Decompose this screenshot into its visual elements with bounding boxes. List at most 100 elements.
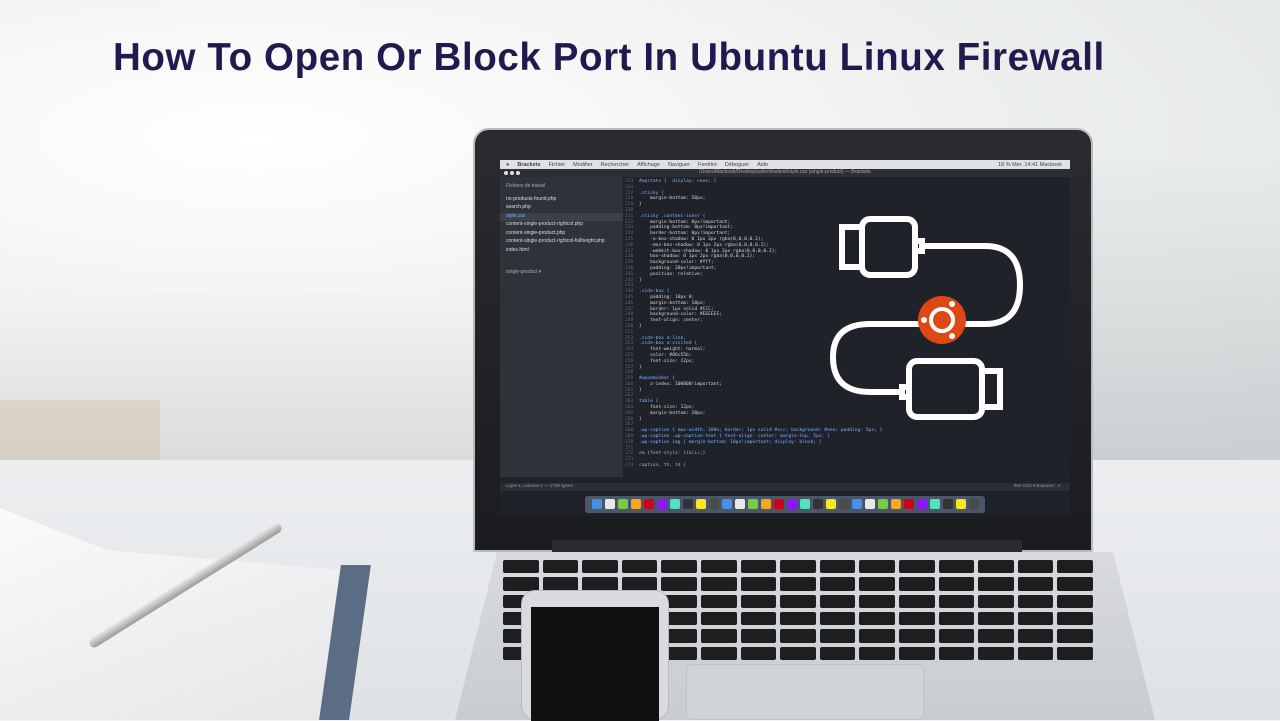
trackpad xyxy=(686,664,924,720)
dock-app-icon[interactable] xyxy=(656,499,667,509)
project-dropdown[interactable]: single-product ▾ xyxy=(506,269,542,275)
code-line: 250} xyxy=(625,324,1070,330)
dock-app-icon[interactable] xyxy=(968,499,979,509)
menu-item[interactable]: Brackets xyxy=(517,161,541,168)
dock-app-icon[interactable] xyxy=(903,499,914,509)
code-line: 255 color: #06c55b; xyxy=(625,353,1070,359)
code-text: padding: 20px!important; xyxy=(639,265,717,271)
dock-app-icon[interactable] xyxy=(786,499,797,509)
file-item[interactable]: search.php xyxy=(506,204,531,210)
dock-app-icon[interactable] xyxy=(747,499,758,509)
dock-app-icon[interactable] xyxy=(825,499,836,509)
menu-item[interactable]: Déboguer xyxy=(724,161,750,168)
line-number: 257 xyxy=(625,364,634,370)
dock-app-icon[interactable] xyxy=(929,499,940,509)
file-item[interactable]: content-single-product-rightcol.php xyxy=(506,221,583,227)
line-number: 273 xyxy=(625,457,634,463)
dock-app-icon[interactable] xyxy=(864,499,875,509)
keyboard-key xyxy=(740,629,777,643)
code-text: margin-bottom: 0px!important; xyxy=(639,219,731,225)
dock-app-icon[interactable] xyxy=(695,499,706,509)
menu-item[interactable]: Aide xyxy=(757,161,769,168)
code-line: 243 xyxy=(625,283,1070,289)
line-number: 246 xyxy=(625,300,634,306)
menu-item[interactable]: Modifier xyxy=(573,161,593,168)
menu-item[interactable]: Fichier xyxy=(548,161,566,168)
dock-app-icon[interactable] xyxy=(812,499,823,509)
code-text: caption, th, td { xyxy=(639,463,687,469)
code-line: 258 xyxy=(625,370,1070,376)
dock-app-icon[interactable] xyxy=(851,499,862,509)
menu-item[interactable]: Rechercher xyxy=(600,161,630,168)
dock-app-icon[interactable] xyxy=(591,499,602,509)
dock-app-icon[interactable] xyxy=(916,499,927,509)
code-line: 244.side-box { xyxy=(625,289,1070,295)
dock-app-icon[interactable] xyxy=(630,499,641,509)
code-line: 237 -webkit-box-shadow: 0 1px 2px rgba(0… xyxy=(625,249,1070,255)
dock-app-icon[interactable] xyxy=(942,499,953,509)
file-item[interactable]: index.html xyxy=(506,246,529,253)
dock-app-icon[interactable] xyxy=(643,499,654,509)
code-line: 234 border-bottom: 0px!important; xyxy=(625,231,1070,237)
menu-item[interactable]: Fenêtre xyxy=(697,161,717,168)
line-number: 254 xyxy=(625,347,634,353)
line-number: 237 xyxy=(625,248,634,254)
window-controls[interactable] xyxy=(504,171,520,175)
keyboard-key xyxy=(582,560,618,574)
keyboard-key xyxy=(661,646,697,660)
code-text: .wp-caption .wp-caption-text { text-alig… xyxy=(639,434,830,440)
dock-app-icon[interactable] xyxy=(721,499,732,509)
keyboard-key xyxy=(661,577,697,591)
menu-item[interactable]: Affichage xyxy=(637,161,660,168)
dock-app-icon[interactable] xyxy=(617,499,628,509)
line-number: 235 xyxy=(625,236,634,242)
code-line: 259#wpadminbar { xyxy=(625,376,1070,382)
line-number: 223 xyxy=(625,179,634,184)
file-item[interactable]: content-single-product.php xyxy=(506,229,566,236)
keyboard-key xyxy=(503,560,539,574)
line-number: 224 xyxy=(625,184,634,190)
status-text: Ligne 1, colonne 1 — 1749 lignes xyxy=(506,483,573,488)
code-line: 266} xyxy=(625,417,1070,423)
code-line: 271 xyxy=(625,446,1070,452)
keyboard-key xyxy=(898,611,935,626)
keyboard-key xyxy=(819,611,856,626)
dock-app-icon[interactable] xyxy=(955,499,966,509)
dock-app-icon[interactable] xyxy=(838,499,849,509)
dock-app-icon[interactable] xyxy=(669,499,680,509)
dock-app-icon[interactable] xyxy=(682,499,693,509)
keyboard-key xyxy=(898,629,935,643)
file-item[interactable]: no-products-found.php xyxy=(506,195,557,202)
dock-app-icon[interactable] xyxy=(760,499,771,509)
sidebar-heading: Fichiers de travail xyxy=(506,183,546,189)
window-title: /Users/Macbook/Desktop/salient/salient/s… xyxy=(699,169,871,175)
line-number: 263 xyxy=(625,399,634,405)
keyboard-key xyxy=(898,560,935,574)
dock-app-icon[interactable] xyxy=(773,499,784,509)
dock-app-icon[interactable] xyxy=(708,499,719,509)
keyboard-key xyxy=(898,646,935,660)
line-number: 233 xyxy=(625,225,634,231)
dock-app-icon[interactable] xyxy=(604,499,615,509)
line-number: 228 xyxy=(625,196,634,202)
code-text: .side-box a:link, xyxy=(639,335,687,341)
keyboard-key xyxy=(1057,560,1093,574)
code-line: 227.sticky { xyxy=(625,191,1070,197)
code-line: 273 xyxy=(625,457,1070,463)
file-item[interactable]: style.css xyxy=(500,212,623,221)
dock-app-icon[interactable] xyxy=(890,499,901,509)
keyboard-key xyxy=(819,577,856,591)
line-number: 272 xyxy=(625,451,634,457)
dock-app-icon[interactable] xyxy=(799,499,810,509)
menu-item[interactable]: Naviguer xyxy=(667,161,690,168)
code-line: 240 padding: 20px!important; xyxy=(625,266,1070,272)
code-text: border: 1px solid #CCC; xyxy=(639,306,714,312)
dock-app-icon[interactable] xyxy=(734,499,745,509)
code-text: position: relative; xyxy=(639,271,703,277)
line-number: 231 xyxy=(625,213,634,219)
file-item[interactable]: content-single-product-rightcol-fullheig… xyxy=(506,238,605,244)
dock-app-icon[interactable] xyxy=(877,499,888,509)
keyboard-key xyxy=(1017,594,1054,608)
